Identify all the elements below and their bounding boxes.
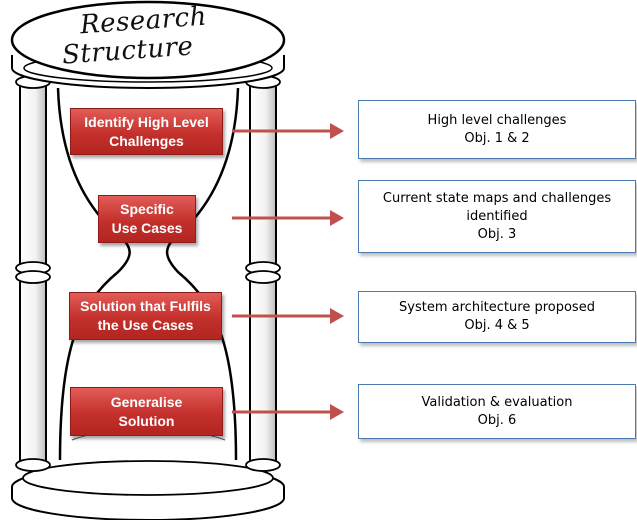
outcome-box-4: Validation & evaluation Obj. 6 (358, 384, 636, 439)
outcome-3-line2: Obj. 4 & 5 (464, 318, 530, 333)
hourglass-top-plate (10, 0, 286, 80)
stage-box-solution: Solution that Fulfils the Use Cases (69, 292, 222, 340)
outcome-1-line1: High level challenges (427, 112, 567, 128)
stage-box-generalise: Generalise Solution (70, 387, 223, 436)
outcome-2-line1: Current state maps and challenges (382, 190, 612, 206)
hourglass-glass-left (56, 87, 131, 461)
stage-box-use-cases: Specific Use Cases (98, 195, 196, 243)
outcome-box-1: High level challenges Obj. 1 & 2 (358, 100, 636, 159)
outcome-2-line3: Obj. 3 (477, 226, 517, 242)
outcome-box-3: System architecture proposed Obj. 4 & 5 (358, 291, 636, 343)
stage-box-identify-challenges: Identify High Level Challenges (70, 108, 223, 155)
outcome-4-line1: Validation & evaluation (421, 394, 573, 410)
hourglass-glass-right (165, 87, 240, 461)
outcome-1-line2: Obj. 1 & 2 (464, 130, 530, 146)
outcome-2-line2: identified (466, 208, 528, 224)
outcome-box-2: Current state maps and challenges identi… (358, 180, 636, 253)
outcome-3-line1: System architecture proposed (399, 300, 595, 315)
outcome-4-line2: Obj. 6 (477, 412, 517, 428)
